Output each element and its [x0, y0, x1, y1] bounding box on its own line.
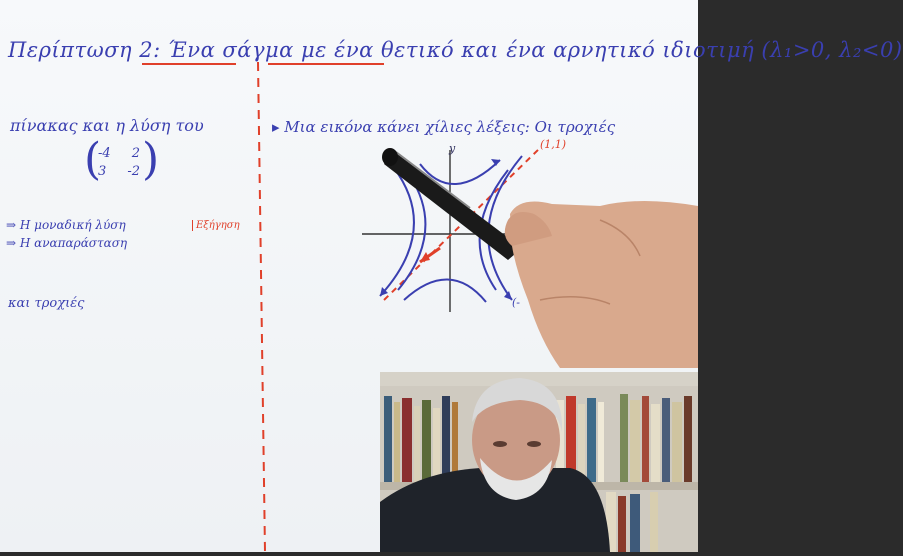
arrow-top: [491, 159, 500, 166]
matrix-row-1: -4 2: [98, 146, 140, 161]
corner-label: (-: [512, 296, 521, 309]
matrix-cell: 2: [131, 146, 140, 161]
matrix-cell: -4: [98, 146, 111, 161]
matrix-bracket-right: ): [142, 134, 160, 185]
point-label: (1,1): [540, 138, 567, 151]
marker-pen: [382, 148, 522, 260]
left-text-line-1: πίνακας και η λύση του: [10, 116, 204, 135]
presenter: [380, 378, 610, 552]
matrix-cell: -2: [127, 164, 140, 179]
right-text-line-1: ▸ Μια εικόνα κάνει χίλιες λέξεις: Οι τρο…: [272, 118, 616, 136]
hand: [504, 201, 698, 368]
divider-line: [257, 61, 266, 553]
presenter-scene: [380, 372, 698, 552]
red-note: Εξήγηση: [192, 220, 240, 231]
presenter-video: [380, 372, 698, 552]
arrow-left: [380, 287, 388, 296]
arrow-red-shaft: [419, 246, 441, 264]
trajectory-top: [419, 159, 501, 185]
books: [384, 394, 692, 552]
trajectory-bottom: [403, 278, 487, 303]
matrix-row-2: 3 -2: [98, 164, 140, 179]
y-axis-label: y: [449, 142, 456, 155]
board-drawing: [142, 61, 698, 553]
left-text-line-4: και τροχιές: [8, 296, 85, 311]
trajectory-left-outer: [379, 167, 415, 297]
left-text-line-3: ⇒ Η αναπαράσταση: [6, 236, 128, 250]
arrow-right: [504, 291, 512, 300]
matrix: ( -4 2 3 -2 ): [84, 134, 159, 186]
matrix-bracket-left: (: [84, 134, 102, 185]
board-title: Περίπτωση 2: Ένα σάγμα με ένα θετικό και…: [8, 38, 903, 62]
matrix-cell: 3: [98, 164, 107, 179]
left-text-line-2: ⇒ Η μοναδική λύση: [6, 218, 126, 232]
